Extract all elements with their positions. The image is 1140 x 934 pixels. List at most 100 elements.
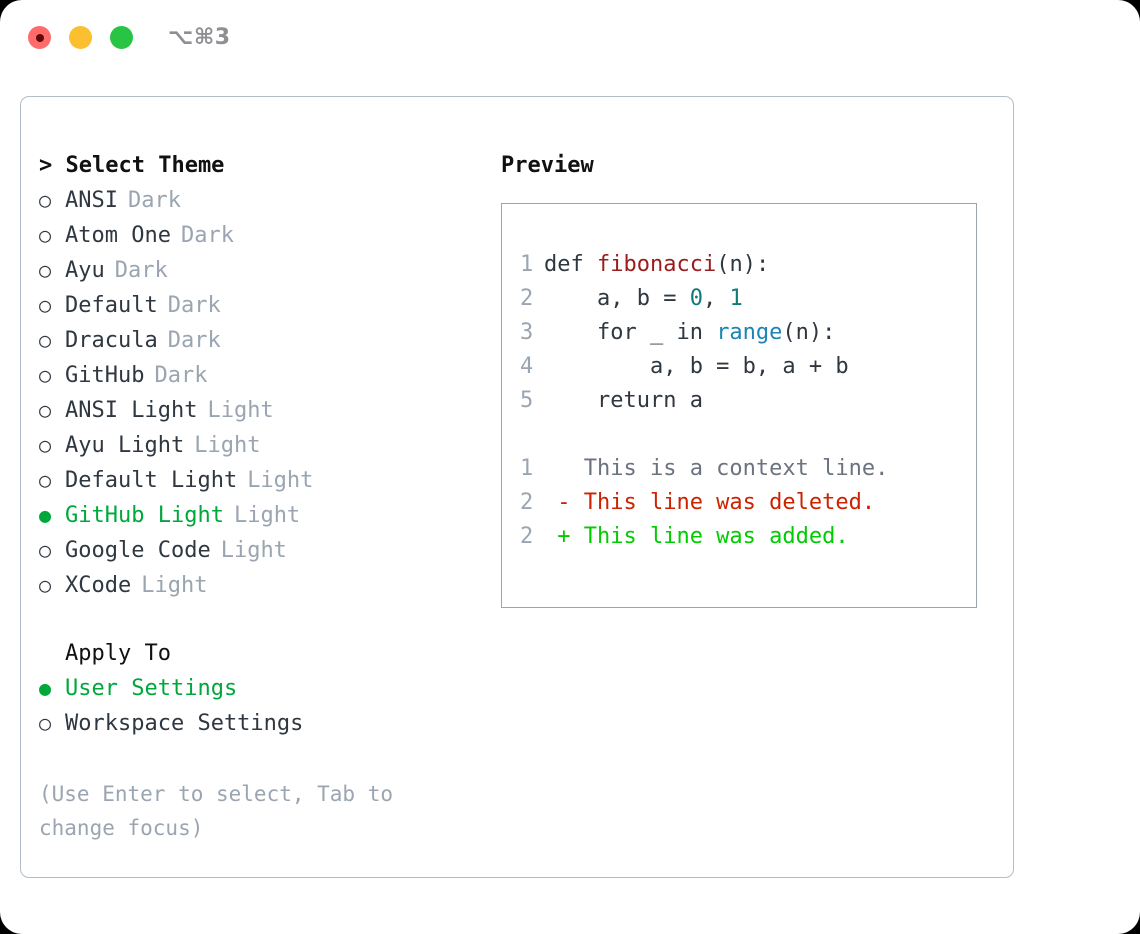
code-token-num: 1 <box>729 286 743 311</box>
code-line-text: def fibonacci(n): <box>544 248 769 282</box>
minimize-button[interactable] <box>69 26 92 49</box>
code-line: 2 + This line was added. <box>520 520 976 554</box>
theme-option-label: Google Code <box>65 538 211 563</box>
apply-to-option-label: User Settings <box>65 676 238 701</box>
code-token-plain: (n): <box>782 320 836 345</box>
radio-unselected-icon: ○ <box>39 223 52 247</box>
title-bar: ⌥⌘3 <box>0 0 1140 78</box>
theme-variant-tag: Light <box>220 538 287 563</box>
theme-variant-tag: Dark <box>127 188 181 213</box>
radio-unselected-icon: ○ <box>39 711 52 735</box>
theme-option-label: GitHub <box>65 363 145 388</box>
apply-to-option-label: Workspace Settings <box>65 711 304 736</box>
code-line: 2 a, b = 0, 1 <box>520 282 976 316</box>
theme-variant-tag: Light <box>233 503 301 528</box>
code-token-call: range <box>716 320 783 345</box>
code-line-text: This is a context line. <box>544 452 889 486</box>
theme-option-label: Dracula <box>65 328 158 353</box>
theme-option-default-light[interactable]: ○ Default Light Light <box>39 463 491 498</box>
code-token-plain: def <box>544 252 597 277</box>
diff-block: 1 This is a context line.2 - This line w… <box>520 452 976 554</box>
theme-variant-tag: Dark <box>167 328 221 353</box>
theme-variant-tag: Dark <box>167 293 221 318</box>
theme-option-label: XCode <box>65 573 132 598</box>
theme-variant-tag: Dark <box>154 363 208 388</box>
radio-unselected-icon: ○ <box>39 188 52 212</box>
code-line: 5 return a <box>520 384 976 418</box>
apply-to-list: ● User Settings ○ Workspace Settings <box>39 671 491 741</box>
radio-unselected-icon: ○ <box>39 293 52 317</box>
code-spacer <box>520 418 976 452</box>
radio-unselected-icon: ○ <box>39 328 52 352</box>
theme-variant-tag: Light <box>247 468 314 493</box>
code-line-text: a, b = b, a + b <box>544 350 849 384</box>
code-line-text: + This line was added. <box>544 520 848 554</box>
apply-to-title: Apply To <box>65 641 171 666</box>
theme-option-label: ANSI Light <box>65 398 198 423</box>
code-line-text: a, b = 0, 1 <box>544 282 743 316</box>
traffic-light-group <box>28 26 133 49</box>
radio-unselected-icon: ○ <box>39 538 52 562</box>
theme-option-label: Default Light <box>65 468 238 493</box>
radio-unselected-icon: ○ <box>39 433 52 457</box>
radio-unselected-icon: ○ <box>39 258 52 282</box>
close-icon <box>35 33 44 42</box>
apply-to-option-user-settings[interactable]: ● User Settings <box>39 671 491 706</box>
theme-variant-tag: Dark <box>114 258 168 283</box>
keyboard-hint: (Use Enter to select, Tab to change focu… <box>39 782 394 840</box>
code-line: 4 a, b = b, a + b <box>520 350 976 384</box>
code-token-ctx: This is a context line. <box>544 456 889 481</box>
code-token-num: 0 <box>689 286 703 311</box>
theme-option-dracula[interactable]: ○ Dracula Dark <box>39 323 491 358</box>
code-token-plain: a, b = b, a + b <box>544 354 849 379</box>
apply-to-section: Apply To ● User Settings ○ Workspace Settin… <box>39 637 491 741</box>
keyboard-shortcut-label: ⌥⌘3 <box>168 25 231 50</box>
code-token-plain: return a <box>544 388 703 413</box>
line-number: 3 <box>520 320 534 345</box>
preview-title: Preview <box>501 153 594 178</box>
code-token-del: - This line was deleted. <box>544 490 876 515</box>
theme-option-ansi[interactable]: ○ ANSI Dark <box>39 183 491 218</box>
code-line: 3 for _ in range(n): <box>520 316 976 350</box>
code-token-plain: , <box>702 286 730 311</box>
code-line: 1 This is a context line. <box>520 452 976 486</box>
line-number: 2 <box>520 490 534 515</box>
line-number: 1 <box>520 252 534 277</box>
line-number: 5 <box>520 388 534 413</box>
code-token-plain: (n): <box>716 252 770 277</box>
radio-unselected-icon: ○ <box>39 468 52 492</box>
theme-option-github[interactable]: ○ GitHub Dark <box>39 358 491 393</box>
line-number: 4 <box>520 354 534 379</box>
theme-option-label: GitHub Light <box>65 503 224 528</box>
apply-to-option-workspace-settings[interactable]: ○ Workspace Settings <box>39 706 491 741</box>
page-title: > Select Theme <box>39 153 225 178</box>
theme-variant-tag: Light <box>194 433 261 458</box>
radio-unselected-icon: ○ <box>39 573 52 597</box>
code-line: 2 - This line was deleted. <box>520 486 976 520</box>
close-button[interactable] <box>28 26 51 49</box>
theme-option-label: ANSI <box>65 188 118 213</box>
theme-option-google-code[interactable]: ○ Google Code Light <box>39 533 491 568</box>
code-line: 1 def fibonacci(n): <box>520 248 976 282</box>
maximize-button[interactable] <box>110 26 133 49</box>
radio-selected-icon: ● <box>39 676 52 700</box>
code-token-fn: fibonacci <box>596 252 717 277</box>
line-number: 2 <box>520 524 534 549</box>
radio-unselected-icon: ○ <box>39 363 52 387</box>
theme-variant-tag: Light <box>207 398 274 423</box>
theme-option-label: Atom One <box>65 223 171 248</box>
code-line-text: - This line was deleted. <box>544 486 875 520</box>
